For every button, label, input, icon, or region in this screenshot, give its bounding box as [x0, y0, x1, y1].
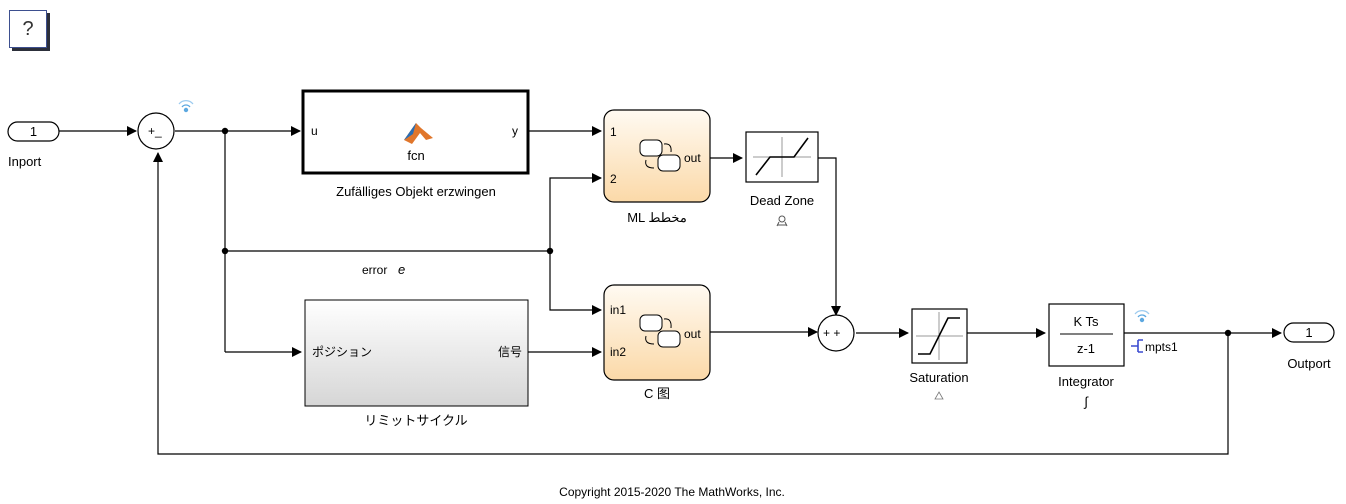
dead-zone-caption: Dead Zone	[750, 193, 814, 208]
error-signal-label: error	[362, 263, 387, 277]
model-reference-icon	[776, 215, 788, 227]
error-signal-symbol: e	[398, 262, 405, 277]
matlab-function-block[interactable]: u y fcn Zufälliges Objekt erzwingen	[301, 89, 530, 199]
chart-c-out: out	[684, 327, 701, 341]
branch-point	[546, 247, 554, 255]
saturation-block[interactable]: Saturation	[909, 308, 969, 400]
inport-number: 1	[30, 124, 37, 139]
limit-cycle-input: ポジション	[312, 345, 372, 359]
chart-ml-out: out	[684, 151, 701, 165]
signal-logging-icon	[178, 100, 194, 113]
copyright-notice: Copyright 2015-2020 The MathWorks, Inc.	[559, 485, 785, 499]
chart-c-in1: in1	[610, 303, 626, 317]
limit-cycle-output: 信号	[498, 345, 522, 359]
signal-lines	[59, 126, 1282, 455]
outport-block[interactable]: 1 Outport	[1283, 322, 1335, 371]
chart-ml-in2: 2	[610, 172, 617, 186]
sum-block-output[interactable]: + +	[817, 314, 855, 352]
branch-point	[221, 247, 229, 255]
inport-block[interactable]: 1 Inport	[7, 121, 60, 169]
discrete-integrator-block[interactable]: K Ts z-1 Integrator ∫	[1048, 303, 1125, 409]
signal-logging-icon	[1134, 310, 1150, 323]
state-chart-icon	[639, 139, 681, 172]
sum1-signs: +_	[148, 124, 162, 138]
matlab-fn-output: y	[512, 124, 518, 138]
limit-cycle-subsystem[interactable]: ポジション 信号 リミットサイクル	[304, 299, 529, 428]
chart-c-in2: in2	[610, 345, 626, 359]
branch-point	[221, 127, 229, 135]
outport-number: 1	[1305, 325, 1312, 340]
data-store-icon	[1131, 339, 1143, 353]
sum-block-error[interactable]: +_	[137, 112, 175, 150]
sum2-signs: + +	[823, 326, 840, 340]
dead-zone-block[interactable]: Dead Zone	[745, 131, 819, 227]
matlab-fn-input: u	[311, 124, 318, 138]
stateflow-chart-c[interactable]: in1 in2 out C 图	[603, 284, 711, 401]
branch-point	[1224, 329, 1232, 337]
signal-name-label: mpts1	[1145, 340, 1178, 354]
integrator-caption: Integrator	[1058, 374, 1114, 389]
integrator-numerator: K Ts	[1073, 314, 1099, 329]
help-button[interactable]: ?	[9, 10, 47, 48]
integrator-denominator: z-1	[1077, 341, 1095, 356]
stateflow-chart-ml[interactable]: 1 2 out ML مخطط	[603, 109, 711, 225]
chart-ml-in1: 1	[610, 125, 617, 139]
outport-name: Outport	[1287, 356, 1331, 371]
matlab-fn-caption: Zufälliges Objekt erzwingen	[336, 184, 496, 199]
chart-c-caption: C 图	[644, 386, 670, 401]
chart-ml-caption: ML مخطط	[627, 210, 687, 225]
inport-name: Inport	[8, 154, 42, 169]
matlab-fn-name: fcn	[407, 148, 424, 163]
integral-icon: ∫	[1083, 394, 1089, 409]
warning-icon	[934, 391, 944, 400]
limit-cycle-caption: リミットサイクル	[364, 413, 467, 428]
state-chart-icon	[639, 314, 681, 348]
saturation-caption: Saturation	[909, 370, 968, 385]
matlab-logo-icon	[404, 123, 433, 144]
